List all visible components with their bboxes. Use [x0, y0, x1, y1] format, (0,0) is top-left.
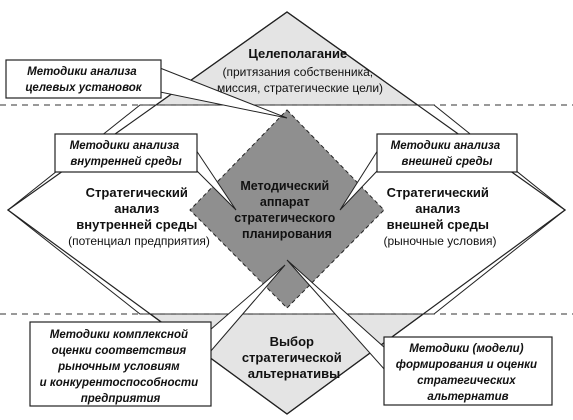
- center-title: Методический: [240, 179, 329, 193]
- method-label: внешней среды: [402, 156, 493, 168]
- method-label: формирования и оценки: [396, 359, 537, 371]
- bottom-zone-title: Выбор: [270, 334, 314, 349]
- method-label: стратегических: [417, 375, 516, 387]
- svg-text:Целеполагание (притязания: Целеполагание (притязания собственника, …: [217, 45, 383, 95]
- svg-text:Стратегический анализ: Стратегический анализ внутренней среды (…: [68, 184, 210, 248]
- svg-text:Стратегический анализ: Стратегический анализ внешней среды (рын…: [383, 184, 496, 248]
- top-zone-line: миссия, стратегические цели): [217, 81, 383, 95]
- method-box-alternatives-models: Методики (модели) формирования и оценки …: [383, 336, 553, 406]
- method-label: Методики (модели): [409, 343, 523, 355]
- method-label: Методики анализа: [391, 140, 501, 152]
- method-box-target-settings: Методики анализа целевых установок: [5, 59, 162, 99]
- left-zone-title: внутренней среды: [76, 217, 197, 232]
- method-label: целевых установок: [25, 82, 142, 94]
- right-zone-title: внешней среды: [387, 217, 489, 232]
- method-box-complex-assessment: Методики комплексной оценки соответствия…: [29, 321, 212, 407]
- right-zone-title: Стратегический: [387, 185, 489, 200]
- bottom-zone-title: альтернативы: [248, 366, 340, 381]
- method-label: рыночным условиям: [57, 361, 180, 373]
- svg-text:Методики анализа внутрен: Методики анализа внутренней среды: [70, 140, 183, 168]
- right-zone-line: (рыночные условия): [383, 234, 496, 248]
- svg-text:Методики анализа внешней: Методики анализа внешней среды: [391, 140, 504, 168]
- svg-text:Выбор стратегической а: Выбор стратегической альтернативы: [242, 333, 346, 381]
- top-zone-title: Целеполагание: [248, 46, 347, 61]
- center-title: аппарат: [260, 195, 310, 209]
- method-label: предприятия: [81, 393, 161, 405]
- svg-text:Методики анализа целевых: Методики анализа целевых установок: [25, 66, 142, 94]
- bottom-zone-title: стратегической: [242, 350, 342, 365]
- method-label: оценки соответствия: [52, 345, 187, 357]
- center-title: стратегического: [234, 211, 335, 225]
- center-diamond: [189, 109, 385, 309]
- method-box-internal-environment: Методики анализа внутренней среды: [54, 133, 198, 173]
- left-zone-line: (потенциал предприятия): [68, 234, 210, 248]
- method-label: альтернатив: [427, 391, 508, 403]
- center-title: планирования: [242, 227, 332, 241]
- svg-text:Методики комплексной оце: Методики комплексной оценки соответствия…: [40, 329, 202, 405]
- top-zone-line: (притязания собственника,: [222, 65, 373, 79]
- method-box-external-environment: Методики анализа внешней среды: [376, 133, 518, 173]
- svg-text:Методики (модели) формир: Методики (модели) формирования и оценки …: [396, 343, 540, 403]
- svg-text:Методический аппарат с: Методический аппарат стратегического пла…: [234, 177, 339, 241]
- right-zone-title: анализ: [415, 201, 461, 216]
- method-label: Методики анализа: [27, 66, 137, 78]
- method-label: и конкурентоспособности: [40, 377, 198, 389]
- left-zone-title: Стратегический: [86, 185, 188, 200]
- left-zone-title: анализ: [114, 201, 160, 216]
- method-label: внутренней среды: [70, 156, 182, 168]
- method-label: Методики анализа: [70, 140, 180, 152]
- method-label: Методики комплексной: [50, 329, 188, 341]
